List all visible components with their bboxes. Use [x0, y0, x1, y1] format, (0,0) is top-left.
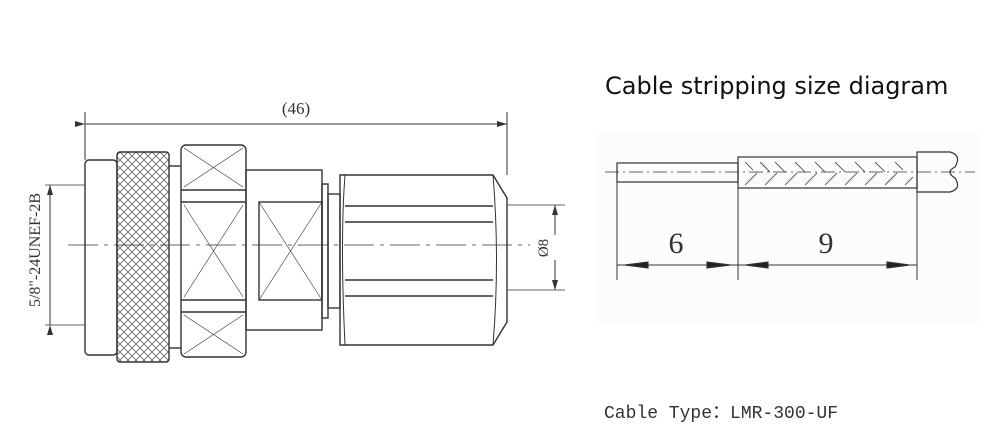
stripping-title: Cable stripping size diagram	[605, 72, 949, 100]
cable-diameter-label: Ø8	[536, 239, 552, 257]
rear-nut	[339, 174, 508, 346]
ring	[327, 193, 341, 309]
strip-dim-6: 6	[669, 227, 684, 260]
overall-length-label: (46)	[282, 99, 310, 118]
jacket	[916, 151, 959, 193]
body	[245, 169, 323, 331]
connector-drawing	[45, 112, 565, 363]
stripping-drawing	[605, 151, 975, 280]
front-cap	[84, 159, 118, 356]
thread-label: 5/8"-24UNEF-2B	[27, 193, 44, 307]
strip-dim-9: 9	[819, 227, 834, 260]
stripping-panel	[598, 133, 978, 323]
cable-type: Cable Type：LMR-300-UF	[604, 404, 839, 424]
knurled-nut	[116, 151, 170, 363]
